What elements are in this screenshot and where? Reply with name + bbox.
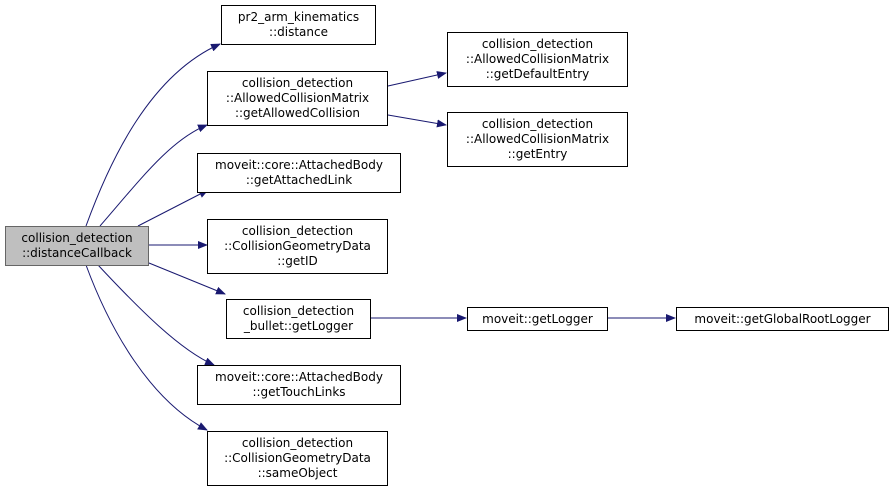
edge-getAllowed-to-getEntry [387,114,447,128]
node-label-line: collision_detection [481,117,594,131]
node-label-line: ::getAllowedCollision [234,106,361,120]
node-label-line: collision_detection [241,436,354,450]
node-get-global-root-logger[interactable]: moveit::getGlobalRootLogger [676,307,889,331]
node-label-line: collision_detection [481,37,594,51]
node-label-line: ::CollisionGeometryData [224,451,371,465]
node-label-line: pr2_arm_kinematics [237,10,360,24]
node-label-line: ::AllowedCollisionMatrix [225,91,370,105]
edge-root-to-getAttachedLink [137,189,209,227]
node-get-entry[interactable]: collision_detection::AllowedCollisionMat… [447,112,628,167]
edge-getAllowed-to-getDefault [387,71,447,87]
node-bullet-get-logger[interactable]: collision_detection_bullet::getLogger [226,299,371,339]
node-label-line: collision_detection [241,76,354,90]
edge-root-to-getTouchLinks [97,264,215,366]
node-label-line: moveit::getLogger [482,311,593,326]
node-label-line: moveit::core::AttachedBody [215,370,383,384]
node-get-id[interactable]: collision_detection::CollisionGeometryDa… [207,219,388,274]
edge-root-to-sameObject [85,264,208,431]
node-label-line: ::CollisionGeometryData [224,239,371,253]
node-distance-callback: collision_detection::distanceCallback [5,226,149,266]
node-label-line: ::getEntry [507,147,568,161]
node-label-line: _bullet::getLogger [243,319,354,333]
edge-root-to-bulletGetLogger [148,262,226,295]
node-get-attached-link[interactable]: moveit::core::AttachedBody::getAttachedL… [197,153,401,193]
node-label-line: ::distance [269,25,328,39]
node-label-line: collision_detection [241,224,354,238]
node-get-touch-links[interactable]: moveit::core::AttachedBody::getTouchLink… [197,365,401,405]
node-label-line: ::distanceCallback [22,246,132,260]
node-label-line: ::getAttachedLink [245,173,353,187]
node-get-default-entry[interactable]: collision_detection::AllowedCollisionMat… [447,32,628,87]
node-label-line: collision_detection [242,304,355,318]
node-label-line: ::AllowedCollisionMatrix [465,52,610,66]
node-label-line: ::getID [277,254,318,268]
node-label-line: collision_detection [21,231,133,245]
node-label-line: ::getDefaultEntry [485,67,590,81]
edge-root-to-distance [85,43,221,227]
node-label-line: moveit::getGlobalRootLogger [694,311,871,326]
node-label-line: ::AllowedCollisionMatrix [465,132,610,146]
node-same-object[interactable]: collision_detection::CollisionGeometryDa… [207,431,388,486]
node-label-line: ::getTouchLinks [252,385,346,399]
node-get-allowed-collision[interactable]: collision_detection::AllowedCollisionMat… [207,71,388,126]
node-label-line: ::sameObject [257,466,338,480]
node-label-line: moveit::core::AttachedBody [215,158,383,172]
node-moveit-get-logger[interactable]: moveit::getLogger [467,307,608,331]
node-pr2-distance[interactable]: pr2_arm_kinematics::distance [221,5,376,45]
edge-root-to-getAllowedCollision [99,124,208,227]
